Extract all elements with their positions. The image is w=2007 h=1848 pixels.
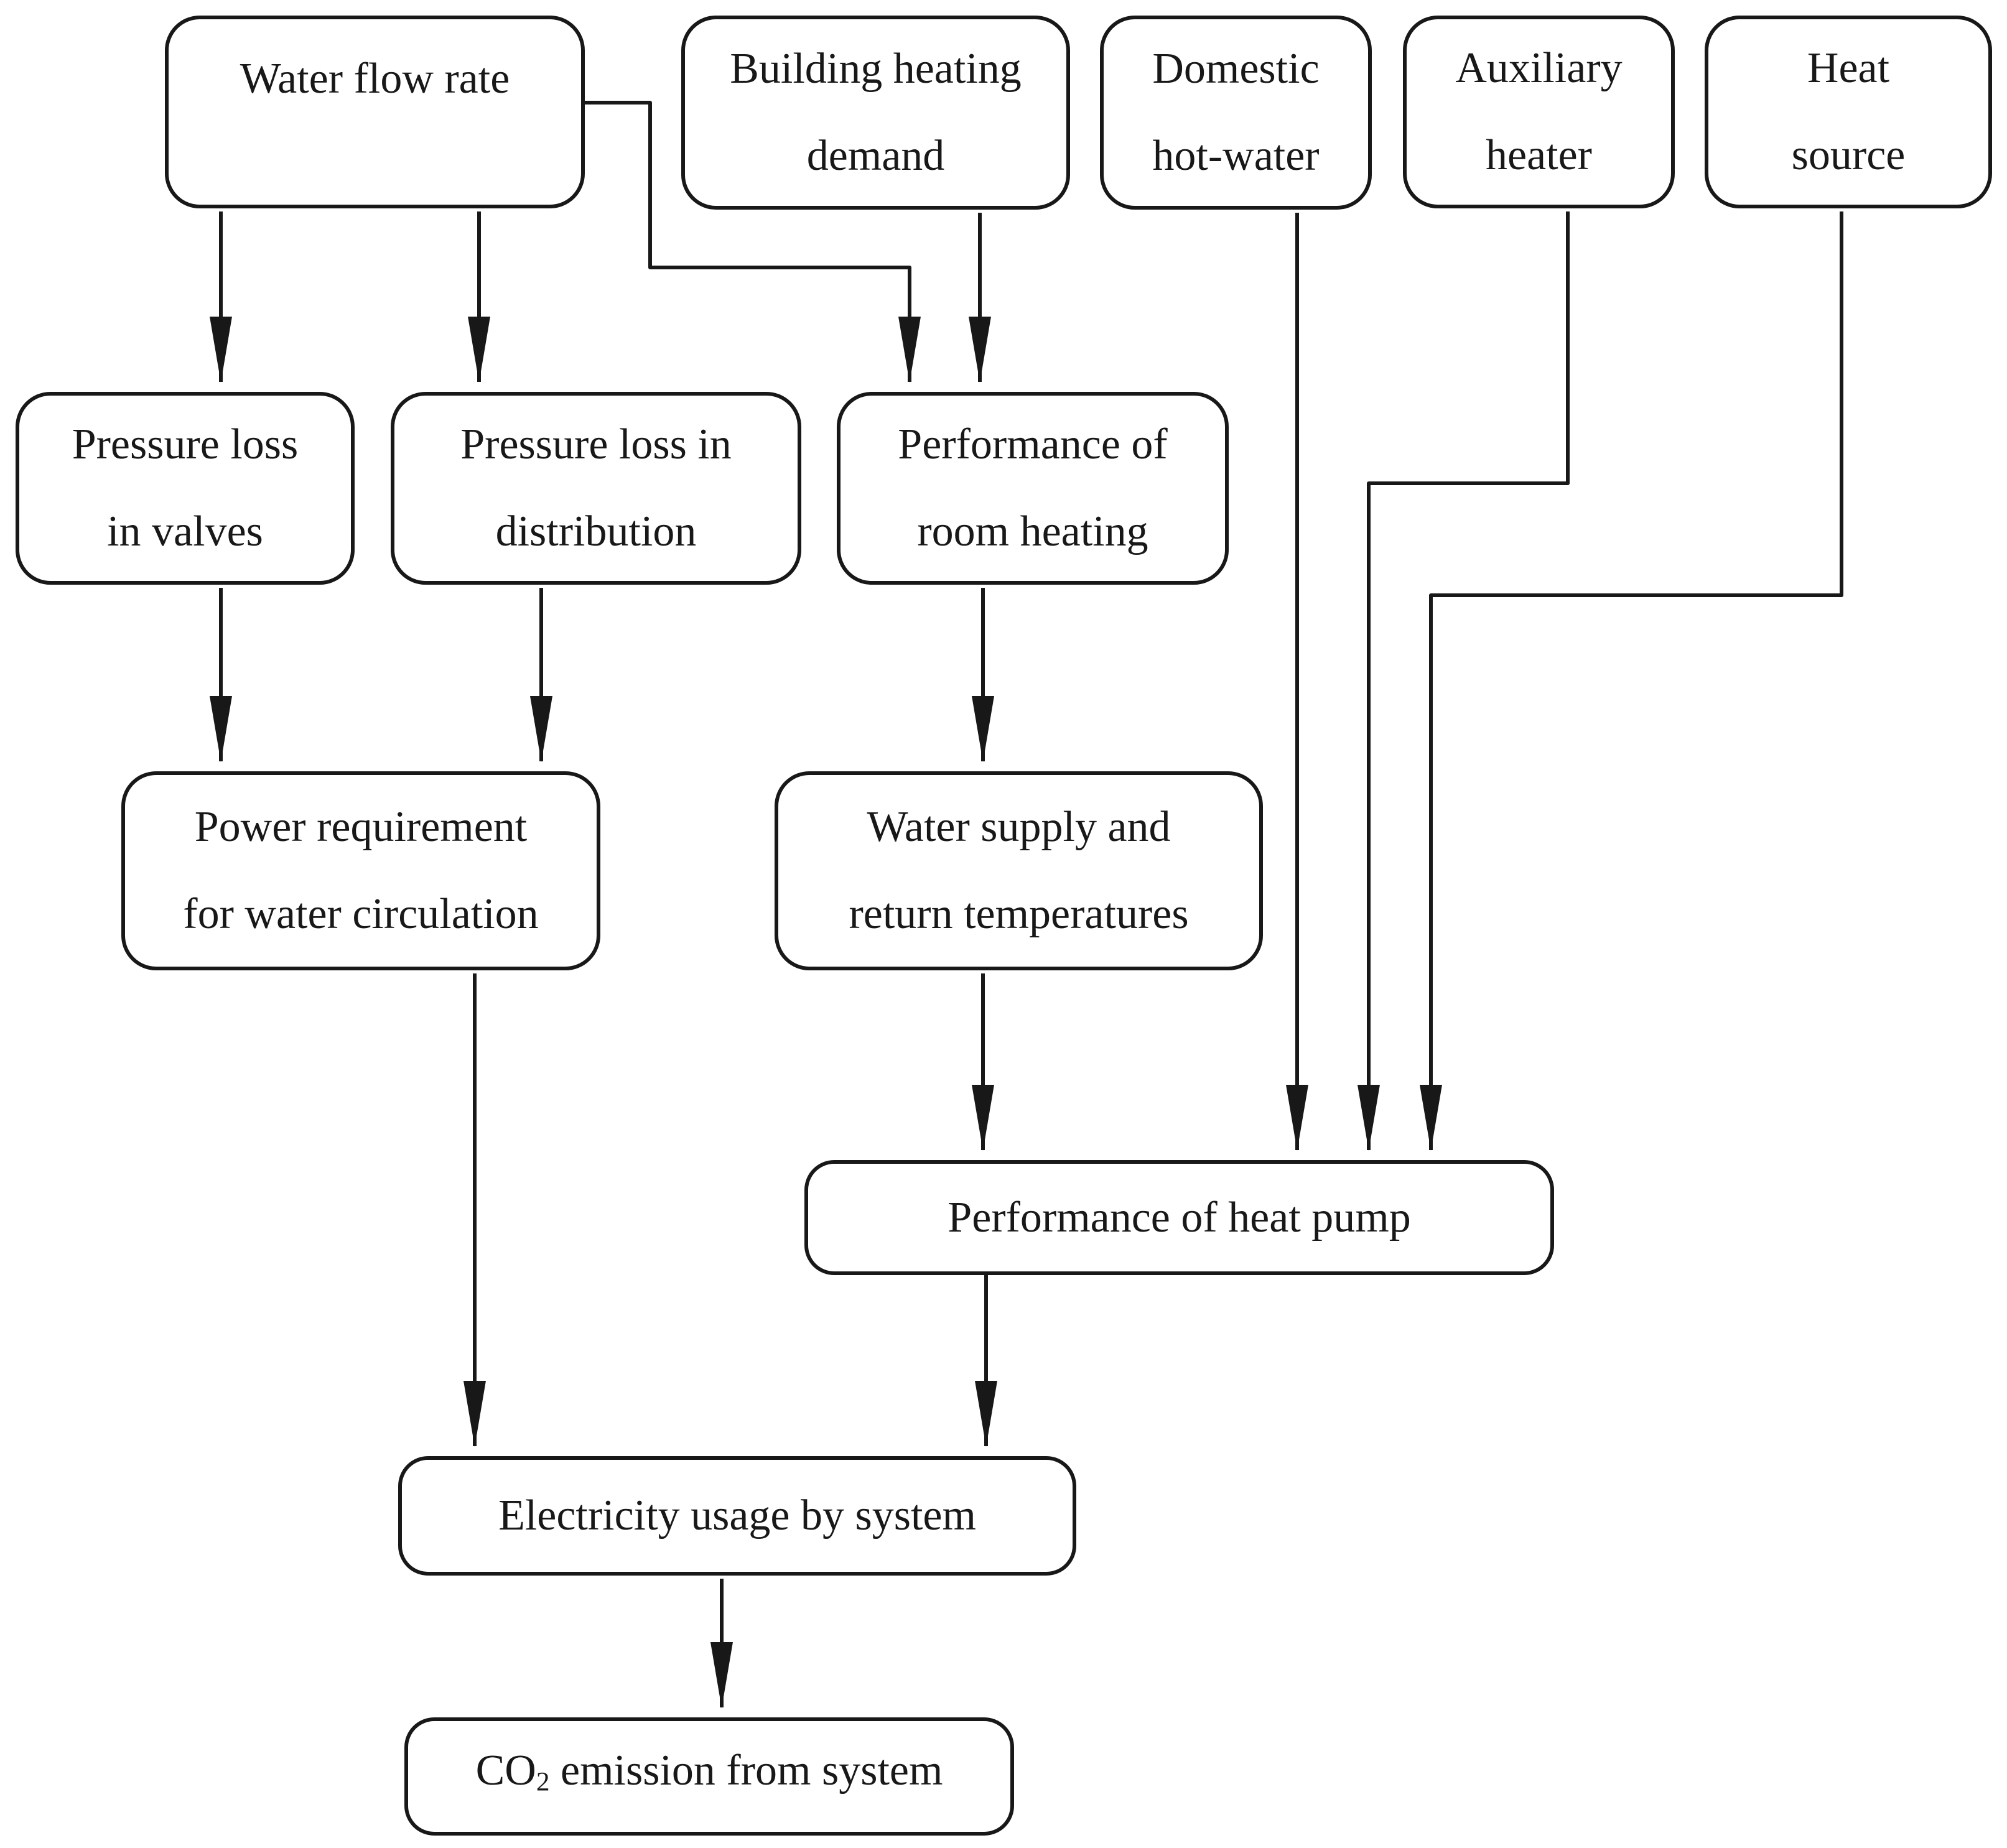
node-label: Heat bbox=[1807, 44, 1890, 92]
node-performance-of-room-heating: Performance of room heating bbox=[837, 392, 1229, 585]
node-domestic-hot-water: Domestic hot-water bbox=[1100, 16, 1372, 210]
node-label: Domestic bbox=[1152, 45, 1320, 93]
node-performance-of-heat-pump: Performance of heat pump bbox=[804, 1160, 1554, 1275]
node-label: distribution bbox=[495, 508, 697, 555]
node-label: in valves bbox=[107, 508, 263, 555]
node-label: Pressure loss in bbox=[460, 420, 732, 468]
node-electricity-usage-by-system: Electricity usage by system bbox=[398, 1456, 1076, 1576]
node-building-heating-demand: Building heating demand bbox=[681, 16, 1070, 210]
node-label: source bbox=[1791, 131, 1906, 179]
node-pressure-loss-in-valves: Pressure loss in valves bbox=[16, 392, 355, 585]
node-label: Water supply and bbox=[867, 803, 1171, 851]
node-auxiliary-heater: Auxiliary heater bbox=[1403, 16, 1675, 208]
edge-auxiliary-heater-to-performance-of-heat-pump bbox=[1357, 211, 1570, 1151]
node-label: CO2 emission from system bbox=[476, 1727, 943, 1826]
co2-prefix: CO bbox=[475, 1747, 536, 1795]
node-water-supply-and-return-temperatures: Water supply and return temperatures bbox=[775, 771, 1263, 970]
node-label: Electricity usage by system bbox=[498, 1492, 976, 1539]
edge-heat-source-to-performance-of-heat-pump bbox=[1420, 211, 1843, 1151]
node-label: for water circulation bbox=[183, 890, 539, 938]
node-label: Performance of bbox=[898, 420, 1168, 468]
node-label: Auxiliary bbox=[1455, 44, 1623, 92]
node-label: heater bbox=[1486, 131, 1592, 179]
node-power-requirement-for-water-circulation: Power requirement for water circulation bbox=[121, 771, 600, 970]
co2-subscript: 2 bbox=[536, 1767, 550, 1797]
node-label: demand bbox=[806, 132, 945, 180]
co2-suffix: emission from system bbox=[549, 1747, 943, 1795]
node-label: Building heating bbox=[730, 45, 1022, 93]
node-label: Pressure loss bbox=[72, 420, 299, 468]
node-heat-source: Heat source bbox=[1705, 16, 1992, 208]
node-label: Performance of heat pump bbox=[948, 1193, 1411, 1242]
node-co2-emission-from-system: CO2 emission from system bbox=[404, 1717, 1014, 1836]
node-label: Power requirement bbox=[194, 803, 528, 851]
edge-water-flow-rate-to-performance-of-room-heating bbox=[585, 101, 921, 383]
node-water-flow-rate: Water flow rate bbox=[165, 16, 585, 208]
node-label: Water flow rate bbox=[240, 55, 510, 103]
node-pressure-loss-in-distribution: Pressure loss in distribution bbox=[391, 392, 801, 585]
node-label: hot-water bbox=[1152, 132, 1320, 180]
node-label: return temperatures bbox=[849, 890, 1189, 938]
node-label: room heating bbox=[917, 508, 1148, 555]
